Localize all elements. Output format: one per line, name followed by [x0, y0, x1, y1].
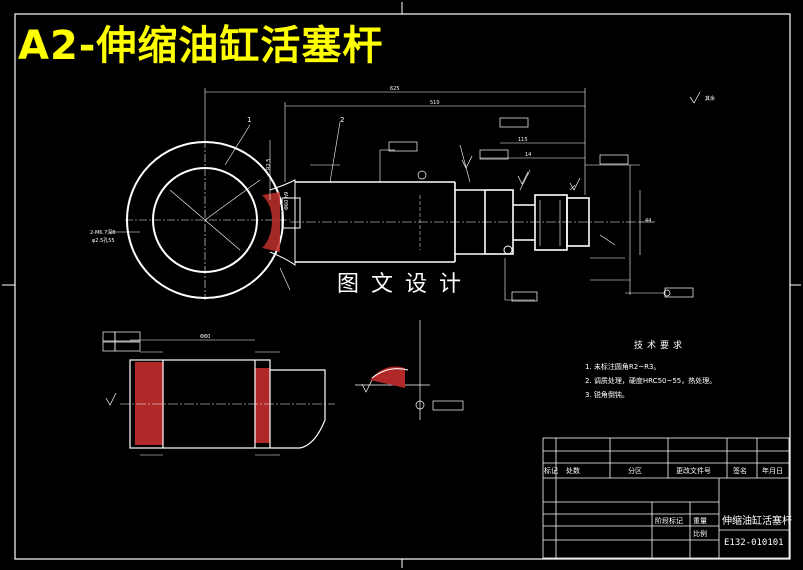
section-view: Φ80 — [102, 331, 335, 456]
callout-2: 2 — [340, 116, 344, 124]
svg-text:其余: 其余 — [705, 95, 715, 102]
detail-view — [355, 320, 464, 420]
roughness-symbols — [105, 91, 701, 406]
watermark-text: 图文设计 — [337, 272, 474, 297]
svg-text:115: 115 — [518, 137, 528, 143]
dimension-lines — [204, 88, 665, 301]
title-block-header: 签名 — [733, 467, 747, 475]
svg-text:510: 510 — [430, 100, 440, 106]
svg-text:Φ80: Φ80 — [200, 334, 210, 340]
drawing-code: E132-010101 — [724, 538, 784, 548]
drawing-title: A2-伸缩油缸活塞杆 — [18, 23, 384, 69]
tolerance-frames — [388, 117, 694, 410]
title-block-grid — [542, 437, 790, 559]
svg-text:2-M6.7深8: 2-M6.7深8 — [90, 229, 115, 236]
piston-rod-body — [290, 181, 640, 263]
eye-end-view — [110, 124, 290, 300]
title-block-header: 年月日 — [762, 467, 783, 475]
svg-text:14: 14 — [525, 152, 531, 158]
dimension-labels: 625 510 115 14 Φ60 h9 R2.5 2-M6.7深8 φ2.5… — [90, 86, 715, 244]
weight-label: 重量 — [693, 517, 707, 525]
title-block-header: 更改文件号 — [676, 467, 711, 475]
stage-label: 阶段标记 — [655, 517, 683, 525]
svg-text:R2.5: R2.5 — [266, 159, 272, 170]
part-callouts: 1 2 — [247, 116, 344, 124]
tech-requirement-line: 2. 调质处理，硬度HRC50~55，热处理。 — [585, 377, 717, 385]
part-name: 伸缩油缸活塞杆 — [722, 516, 792, 527]
title-block-header: 标记 — [544, 467, 558, 475]
title-block-header: 分区 — [628, 467, 642, 475]
svg-text:φ2.5孔55: φ2.5孔55 — [92, 237, 115, 244]
svg-text:Φ60 h9: Φ60 h9 — [284, 192, 290, 210]
scale-label: 比例 — [693, 530, 707, 538]
svg-text:625: 625 — [390, 86, 400, 92]
tech-requirement-line: 1. 未标注圆角R2~R3。 — [585, 363, 661, 371]
title-block-header: 处数 — [566, 467, 580, 475]
tech-requirement-line: 3. 锐角倒钝。 — [585, 391, 629, 399]
tech-requirements-heading: 技术要求 — [634, 341, 687, 351]
callout-1: 1 — [247, 116, 251, 124]
weld-neck — [262, 179, 301, 266]
svg-text:44: 44 — [645, 218, 651, 224]
